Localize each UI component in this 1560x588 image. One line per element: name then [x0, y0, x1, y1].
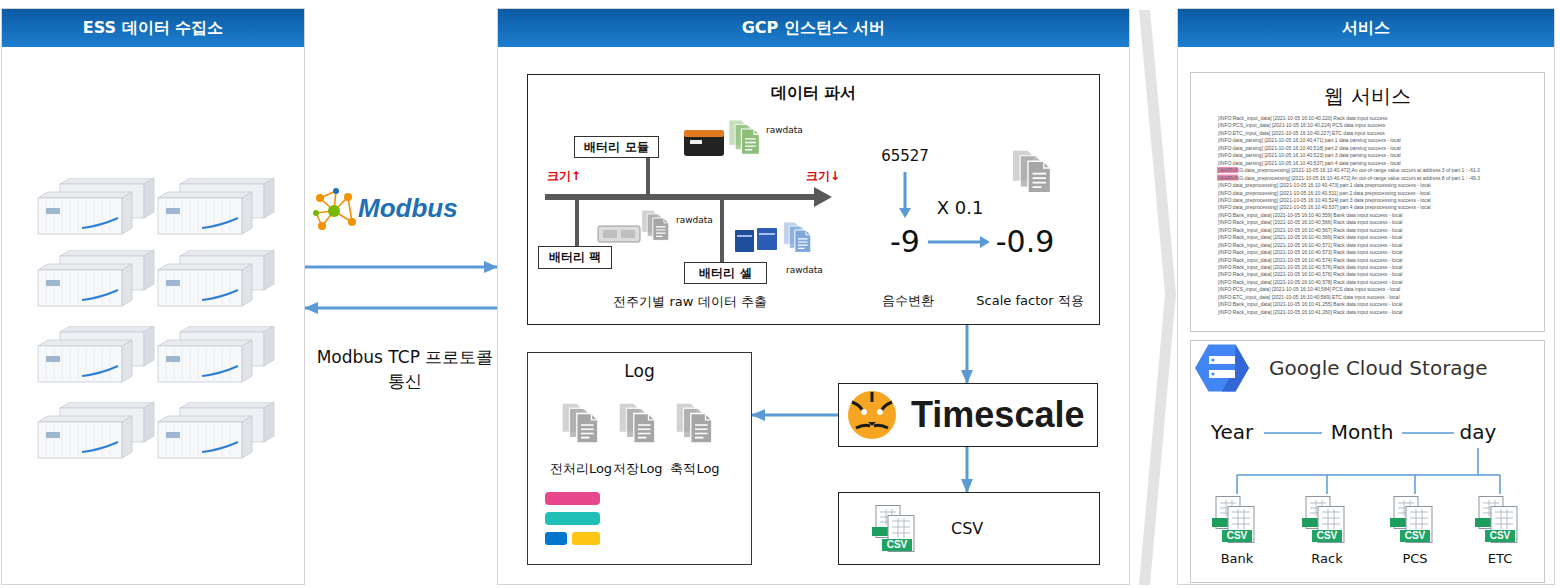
log-line: [INFO:Rack_input_data] [2021-10-05 16:10…: [1218, 234, 1402, 240]
csv-icons: [872, 497, 1517, 552]
log-line: [INFO:data_preprocessing] [2021-10-05 16…: [1218, 197, 1431, 203]
battery-cell-image: [735, 228, 777, 252]
ess-containers: [38, 178, 274, 458]
icon-text: CSV: [1405, 530, 1426, 542]
logo-text: Modbus: [358, 194, 458, 224]
step-label: 음수변환: [882, 294, 934, 309]
icon-text: CSV: [1317, 530, 1338, 542]
tree-level: day: [1460, 421, 1497, 444]
storage-box: Google Cloud Storage: [1190, 340, 1545, 583]
battery-box: 배터리 모듈: [574, 136, 659, 158]
file-label: rawdata: [676, 215, 713, 225]
log-line: [INFO:Rack_input_data] [2021-10-05 16:10…: [1218, 271, 1402, 277]
connector-arrow: [966, 447, 969, 492]
log-line: [WARNING:data_preprocessing] [2021-10-05…: [1218, 175, 1480, 181]
step-label: 전주기별 raw 데이터 추출: [613, 295, 766, 310]
timescale-logo: [848, 391, 896, 439]
value: -0.9: [996, 225, 1055, 260]
log-line: [INFO:data_parsing] [2021-10-05 16:10:40…: [1218, 160, 1401, 166]
file-label: 전처리Log: [550, 462, 612, 477]
box-label: 배터리 모듈: [584, 139, 648, 156]
protocol-label: Modbus TCP 프로토콜 통신: [315, 345, 495, 393]
battery-pack-image: [598, 226, 640, 242]
battery-box: 배터리 팩: [538, 246, 612, 269]
connector-arrow: [966, 325, 969, 383]
file-label: Rack: [1311, 552, 1342, 567]
file-label: PCS: [1402, 552, 1427, 567]
log-line: [INFO:Rack_input_data] [2021-10-05 16:10…: [1218, 115, 1388, 121]
size-note: 크기↑: [547, 170, 581, 184]
log-line: [INFO:data_preprocessing] [2021-10-05 16…: [1218, 190, 1430, 196]
tree-level: Month: [1331, 421, 1394, 444]
connector-arrow: [305, 307, 497, 310]
log-line: [INFO:Rack_input_data] [2021-10-05 16:10…: [1218, 227, 1402, 233]
box-title: Log: [528, 353, 751, 381]
flow-chevron: [1139, 10, 1176, 585]
log-tool-logo: [545, 492, 600, 545]
csv-box: CSV: [838, 492, 1100, 565]
log-line: [INFO:data_parsing] [2021-10-05 16:10:40…: [1218, 137, 1401, 143]
battery-module-image: [684, 130, 724, 156]
log-line: [INFO:Rack_input_data] [2021-10-05 16:10…: [1218, 309, 1402, 315]
panel: ESS 데이터 수집소: [1, 8, 305, 585]
file-label: 축적Log: [670, 462, 719, 477]
log-box: Log: [527, 352, 752, 565]
log-icons: [562, 403, 712, 443]
log-line: [INFO:Bank_input_data] [2021-10-05 16:10…: [1218, 301, 1402, 307]
log-line: [INFO:ETC_input_data] [2021-10-05 16:10:…: [1218, 294, 1400, 300]
log-line: [INFO:ETC_input_data] [2021-10-05 16:10:…: [1218, 130, 1385, 136]
log-line: [INFO:data_preprocessing] [2021-10-05 16…: [1218, 204, 1431, 210]
box-label: Timescale: [911, 394, 1084, 436]
box-title: 데이터 파서: [528, 75, 1099, 104]
box-label: 배터리 셀: [699, 265, 751, 282]
file-label: ETC: [1488, 552, 1512, 567]
connector-arrow: [305, 266, 497, 269]
panel-header: ESS 데이터 수집소: [2, 9, 304, 47]
battery-box: 배터리 셀: [684, 262, 767, 284]
panel-header: GCP 인스턴스 서버: [498, 9, 1129, 47]
parser-box: 데이터 파서배터리 모듈배터리 팩배터리 셀: [527, 74, 1100, 325]
value: -9: [890, 225, 920, 260]
log-line: [INFO:Rack_input_data] [2021-10-05 16:10…: [1218, 264, 1402, 270]
file-label: rawdata: [786, 265, 823, 275]
icon-text: CSV: [887, 539, 908, 551]
file-label: Bank: [1221, 552, 1254, 567]
box-label: 배터리 팩: [549, 249, 601, 266]
step-label: Scale factor 적용: [976, 294, 1083, 309]
tree-level: Year: [1211, 421, 1253, 444]
box-title: Google Cloud Storage: [1269, 353, 1544, 383]
log-line: [WARNING:data_preprocessing] [2021-10-05…: [1218, 167, 1480, 173]
icon-text: CSV: [1490, 530, 1511, 542]
log-line: [INFO:PCS_input_data] [2021-10-05 16:10:…: [1218, 286, 1400, 292]
log-line: [INFO:Rack_input_data] [2021-10-05 16:10…: [1218, 249, 1402, 255]
log-line: [INFO:Rack_input_data] [2021-10-05 16:10…: [1218, 257, 1402, 263]
size-note: 크기↓: [806, 170, 840, 184]
log-line: [INFO:Rack_input_data] [2021-10-05 16:10…: [1218, 219, 1402, 225]
file-label: rawdata: [766, 125, 803, 135]
log-line: [INFO:data_preprocessing] [2021-10-05 16…: [1218, 182, 1431, 188]
raw-value: 65527: [881, 148, 929, 165]
panel-header: 서비스: [1178, 9, 1554, 47]
box-title: 웹 서비스: [1191, 73, 1544, 110]
log-line: [INFO:Bank_input_data] [2021-10-05 16:10…: [1218, 212, 1402, 218]
modbus-icon: [313, 188, 356, 230]
log-line: [INFO:PCS_input_data] [2021-10-05 16:10:…: [1218, 122, 1385, 128]
file-label: 저장Log: [613, 462, 662, 477]
multiplier: X 0.1: [937, 198, 984, 219]
database-box: Timescale: [838, 383, 1098, 447]
log-line: [INFO:data_parsing] [2021-10-05 16:10:40…: [1218, 145, 1401, 151]
rawdata-icons: [642, 120, 1051, 252]
box-label: CSV: [951, 519, 983, 538]
log-line: [INFO:Rack_input_data] [2021-10-05 16:10…: [1218, 242, 1402, 248]
log-line: [INFO:data_parsing] [2021-10-05 16:10:40…: [1218, 152, 1401, 158]
log-line: [INFO:Rack_input_data] [2021-10-05 16:10…: [1218, 279, 1402, 285]
icon-text: CSV: [1227, 530, 1248, 542]
gcs-icon: [1195, 345, 1249, 392]
connector-arrow: [752, 414, 838, 417]
